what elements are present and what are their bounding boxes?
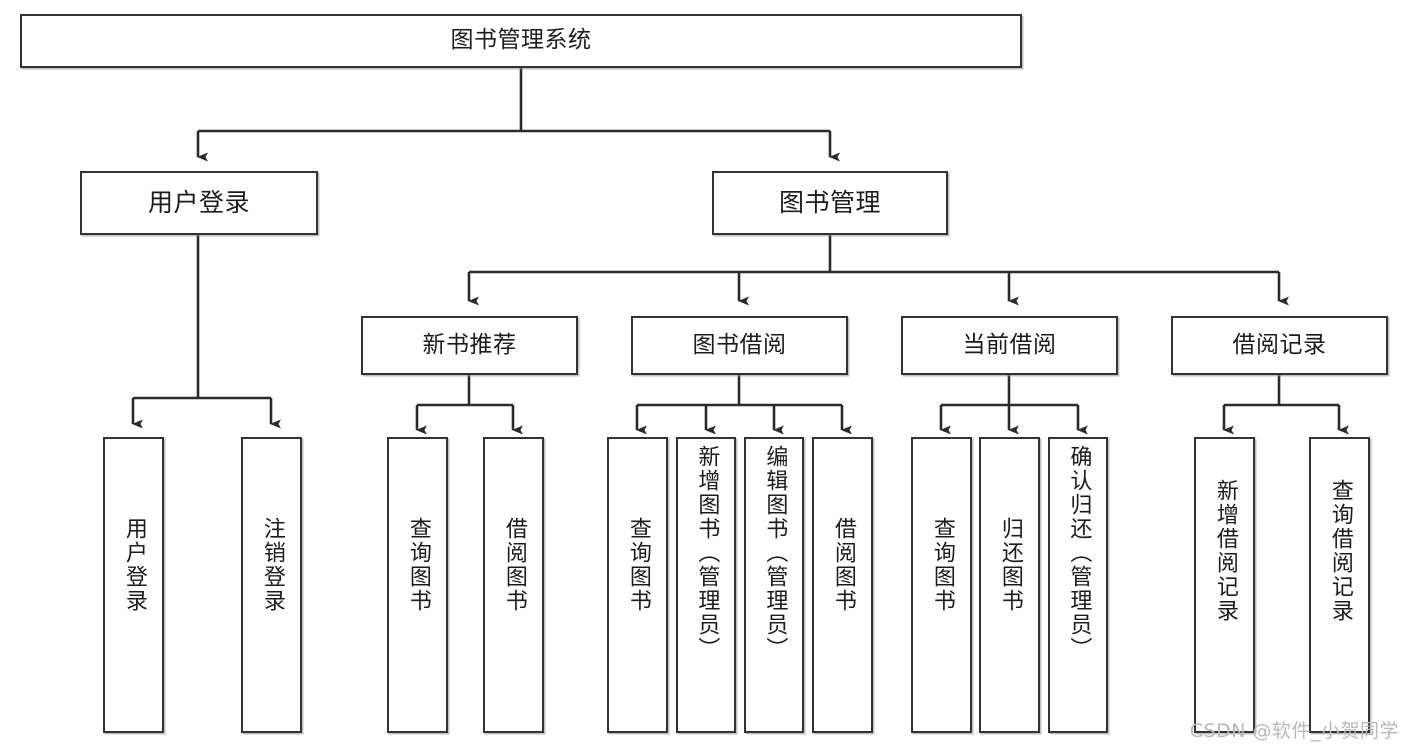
node-leaf-add-book[interactable]: 新增图书（管理员） xyxy=(676,437,736,733)
node-leaf-query-book-2[interactable]: 查询图书 xyxy=(607,437,668,733)
node-leaf-confirm-return-label: 确认归还（管理员） xyxy=(1066,445,1092,661)
node-leaf-query-book-3-label: 查询图书 xyxy=(929,517,955,613)
node-leaf-logout-label: 注销登录 xyxy=(259,517,285,613)
node-user-login-label: 用户登录 xyxy=(147,188,250,218)
node-leaf-add-record[interactable]: 新增借阅记录 xyxy=(1194,437,1255,733)
node-leaf-query-book-3[interactable]: 查询图书 xyxy=(911,437,972,733)
node-leaf-edit-book-label: 编辑图书（管理员） xyxy=(762,445,788,661)
node-root-label: 图书管理系统 xyxy=(450,27,592,54)
node-new-book-recommend-label: 新书推荐 xyxy=(422,331,517,358)
node-leaf-borrow-book-2-label: 借阅图书 xyxy=(830,517,856,613)
node-leaf-query-record[interactable]: 查询借阅记录 xyxy=(1309,437,1370,733)
node-current-borrow-label: 当前借阅 xyxy=(962,331,1057,358)
node-leaf-user-login[interactable]: 用户登录 xyxy=(103,437,164,733)
node-leaf-confirm-return[interactable]: 确认归还（管理员） xyxy=(1048,437,1108,733)
csdn-watermark: CSDN @软件_小贺同学 xyxy=(1189,720,1399,742)
node-current-borrow[interactable]: 当前借阅 xyxy=(901,316,1118,375)
node-borrow-record[interactable]: 借阅记录 xyxy=(1171,316,1388,375)
node-leaf-logout[interactable]: 注销登录 xyxy=(241,437,302,733)
node-leaf-edit-book[interactable]: 编辑图书（管理员） xyxy=(744,437,804,733)
node-leaf-user-login-label: 用户登录 xyxy=(121,517,147,613)
node-leaf-query-book-1-label: 查询图书 xyxy=(405,517,431,613)
node-new-book-recommend[interactable]: 新书推荐 xyxy=(361,316,578,375)
node-book-manage-label: 图书管理 xyxy=(778,188,881,218)
node-leaf-add-record-label: 新增借阅记录 xyxy=(1212,479,1238,623)
node-leaf-return-book-label: 归还图书 xyxy=(997,517,1023,613)
node-leaf-return-book[interactable]: 归还图书 xyxy=(979,437,1040,733)
node-book-borrow-label: 图书借阅 xyxy=(692,331,787,358)
node-leaf-query-book-1[interactable]: 查询图书 xyxy=(387,437,448,733)
node-leaf-borrow-book-2[interactable]: 借阅图书 xyxy=(812,437,873,733)
node-root[interactable]: 图书管理系统 xyxy=(20,14,1022,68)
node-leaf-borrow-book-1[interactable]: 借阅图书 xyxy=(483,437,544,733)
node-leaf-query-book-2-label: 查询图书 xyxy=(625,517,651,613)
node-leaf-borrow-book-1-label: 借阅图书 xyxy=(501,517,527,613)
node-book-borrow[interactable]: 图书借阅 xyxy=(631,316,848,375)
node-user-login[interactable]: 用户登录 xyxy=(80,171,318,235)
node-borrow-record-label: 借阅记录 xyxy=(1232,331,1327,358)
node-leaf-query-record-label: 查询借阅记录 xyxy=(1327,479,1353,623)
node-leaf-add-book-label: 新增图书（管理员） xyxy=(694,445,720,661)
node-book-manage[interactable]: 图书管理 xyxy=(712,171,948,235)
